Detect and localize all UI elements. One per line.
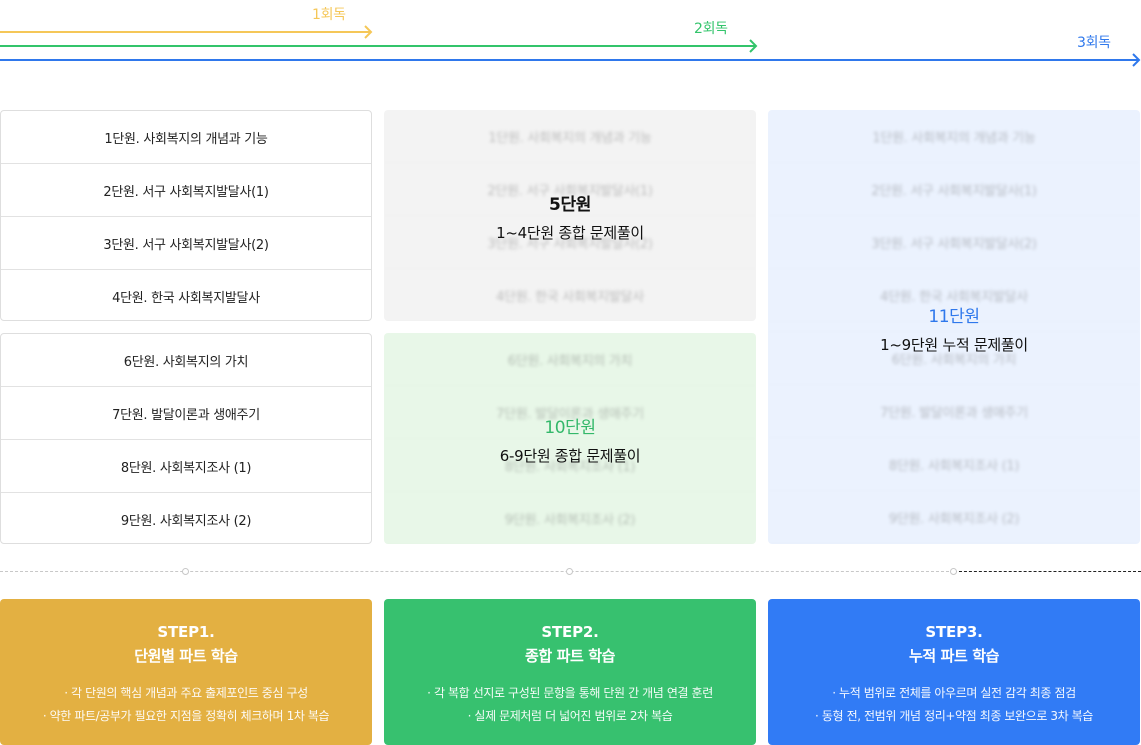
step-bullet: · 각 복합 선지로 구성된 문항을 통해 단원 간 개념 연결 훈련 xyxy=(427,686,713,700)
divider-marker xyxy=(950,568,957,575)
blurred-chapter-list: 1단원. 사회복지의 개념과 기능 2단원. 서구 사회복지발달사(1) 3단원… xyxy=(384,110,756,321)
step-number: STEP2. xyxy=(541,623,599,641)
progress-divider-dark xyxy=(954,571,1141,572)
arrow-round-1 xyxy=(0,25,373,39)
step-number: STEP1. xyxy=(157,623,215,641)
review-card-unit-11: 1단원. 사회복지의 개념과 기능 2단원. 서구 사회복지발달사(1) 3단원… xyxy=(768,110,1140,544)
round-1-label: 1회독 xyxy=(312,7,346,23)
chapter-row: 2단원. 서구 사회복지발달사(1) xyxy=(1,164,371,217)
arrow-round-2 xyxy=(0,39,758,53)
divider-marker xyxy=(566,568,573,575)
review-overlay: 5단원 1~4단원 종합 문제풀이 xyxy=(384,190,756,243)
review-unit-title: 11단원 xyxy=(928,307,980,327)
step-title: 종합 파트 학습 xyxy=(524,647,616,665)
chapter-row: 8단원. 사회복지조사 (1) xyxy=(1,440,371,493)
round-2-label: 2회독 xyxy=(694,21,728,37)
review-unit-desc: 1~9단원 누적 문제풀이 xyxy=(880,336,1028,354)
step-bullets: · 각 단원의 핵심 개념과 주요 출제포인트 중심 구성 · 약한 파트/공부… xyxy=(0,682,372,728)
step-bullets: · 각 복합 선지로 구성된 문항을 통해 단원 간 개념 연결 훈련 · 실제… xyxy=(384,682,756,728)
step-card-2: STEP2. 종합 파트 학습 · 각 복합 선지로 구성된 문항을 통해 단원… xyxy=(384,599,756,745)
review-card-unit-10: 6단원. 사회복지의 가치 7단원. 발달이론과 생애주기 8단원. 사회복지조… xyxy=(384,333,756,544)
progress-divider-light xyxy=(0,571,954,572)
step-number: STEP3. xyxy=(925,623,983,641)
chapter-row: 3단원. 서구 사회복지발달사(2) xyxy=(1,217,371,270)
chapter-row: 4단원. 한국 사회복지발달사 xyxy=(112,291,260,306)
divider-marker xyxy=(182,568,189,575)
step-card-1: STEP1. 단원별 파트 학습 · 각 단원의 핵심 개념과 주요 출제포인트… xyxy=(0,599,372,745)
step-bullet: · 실제 문제처럼 더 넓어진 범위로 2차 복습 xyxy=(467,709,673,723)
step-card-3: STEP3. 누적 파트 학습 · 누적 범위로 전체를 아우르며 실전 감각 … xyxy=(768,599,1140,745)
review-unit-desc: 6-9단원 종합 문제풀이 xyxy=(499,447,641,465)
step-bullet: · 동형 전, 전범위 개념 정리+약점 최종 보완으로 3차 복습 xyxy=(815,709,1093,723)
blurred-chapter-list: 6단원. 사회복지의 가치 7단원. 발달이론과 생애주기 8단원. 사회복지조… xyxy=(384,333,756,544)
chapter-row: 6단원. 사회복지의 가치 xyxy=(1,334,371,387)
review-overlay: 10단원 6-9단원 종합 문제풀이 xyxy=(384,413,756,466)
round-3-label: 3회독 xyxy=(1077,35,1111,51)
timeline-arrows xyxy=(0,25,1141,67)
step-bullet: · 각 단원의 핵심 개념과 주요 출제포인트 중심 구성 xyxy=(64,686,308,700)
step-bullet: · 누적 범위로 전체를 아우르며 실전 감각 최종 점검 xyxy=(832,686,1076,700)
blurred-chapter-list: 1단원. 사회복지의 개념과 기능 2단원. 서구 사회복지발달사(1) 3단원… xyxy=(768,110,1140,544)
review-card-unit-5: 1단원. 사회복지의 개념과 기능 2단원. 서구 사회복지발달사(1) 3단원… xyxy=(384,110,756,321)
chapter-row: 7단원. 발달이론과 생애주기 xyxy=(1,387,371,440)
step-title: 단원별 파트 학습 xyxy=(134,647,238,665)
step-title: 누적 파트 학습 xyxy=(908,647,1000,665)
chapter-row: 9단원. 사회복지조사 (2) xyxy=(120,514,252,529)
chapter-group-1-4: 1단원. 사회복지의 개념과 기능 2단원. 서구 사회복지발달사(1) 3단원… xyxy=(0,110,372,321)
review-overlay: 11단원 1~9단원 누적 문제풀이 xyxy=(768,302,1140,355)
chapter-row: 1단원. 사회복지의 개념과 기능 xyxy=(1,111,371,164)
review-unit-desc: 1~4단원 종합 문제풀이 xyxy=(496,224,644,242)
chapter-group-6-9: 6단원. 사회복지의 가치 7단원. 발달이론과 생애주기 8단원. 사회복지조… xyxy=(0,333,372,544)
review-unit-title: 10단원 xyxy=(544,418,596,438)
step-bullets: · 누적 범위로 전체를 아우르며 실전 감각 최종 점검 · 동형 전, 전범… xyxy=(768,682,1140,728)
step-bullet: · 약한 파트/공부가 필요한 지점을 정확히 체크하며 1차 복습 xyxy=(42,709,330,723)
reading-rounds-timeline: 1회독 2회독 3회독 xyxy=(0,0,1141,80)
arrow-round-3 xyxy=(0,53,1141,67)
review-unit-title: 5단원 xyxy=(549,195,591,215)
